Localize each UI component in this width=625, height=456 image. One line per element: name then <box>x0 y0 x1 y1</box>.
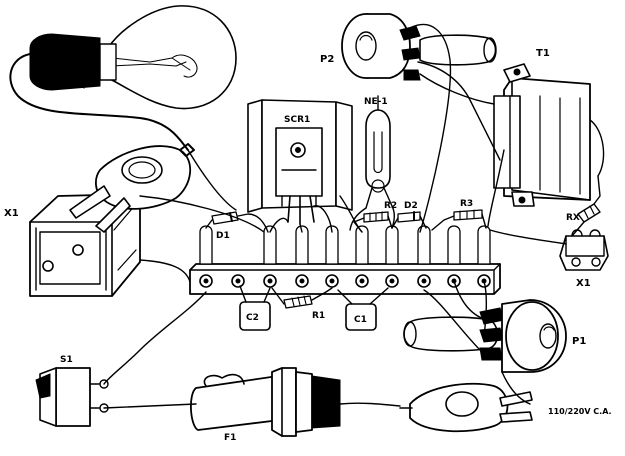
label-mains-voltage: 110/220V C.A. <box>548 407 612 416</box>
label-ne1: NE-1 <box>364 97 388 107</box>
label-r3: R3 <box>460 199 473 209</box>
f1-fuse-holder <box>190 367 341 437</box>
p1-potentiometer <box>403 299 567 373</box>
label-p2: P2 <box>320 54 334 65</box>
ne1-neon-lamp <box>365 109 393 209</box>
r3-resistor <box>431 209 487 231</box>
terminal-lugs <box>199 225 491 265</box>
label-p1: P1 <box>572 336 586 347</box>
terminal-screws <box>199 274 491 288</box>
c1-capacitor <box>337 287 389 331</box>
light-bulb <box>99 5 237 110</box>
scr1-heatsink <box>247 99 353 225</box>
label-c1: C1 <box>354 315 367 325</box>
c2-capacitor <box>239 285 271 331</box>
label-scr1: SCR1 <box>284 115 310 125</box>
x1-terminal-block <box>559 229 609 271</box>
label-r1: R1 <box>312 311 325 321</box>
label-s1: S1 <box>60 355 73 365</box>
lamp-socket <box>9 33 189 151</box>
label-rx: RX <box>566 213 580 223</box>
r1-resistor <box>271 287 333 309</box>
mains-plug <box>399 382 533 433</box>
s1-switch <box>35 367 109 427</box>
component-labels: P2 T1 NE-1 SCR1 X1 X1 D1 R2 D2 R3 RX C2 … <box>4 48 612 443</box>
label-x1-right: X1 <box>576 278 591 289</box>
d1-diode <box>205 211 269 233</box>
label-x1-left: X1 <box>4 208 19 219</box>
label-f1: F1 <box>224 433 236 443</box>
label-t1: T1 <box>536 48 550 59</box>
d2-diode <box>391 211 427 229</box>
label-d2: D2 <box>404 201 418 211</box>
wiring <box>103 23 605 409</box>
rx-resistor <box>571 175 601 237</box>
r2-resistor <box>353 211 393 233</box>
t1-transformer <box>493 63 591 207</box>
p2-potentiometer <box>341 13 497 81</box>
terminal-strip <box>189 225 501 295</box>
label-d1: D1 <box>216 231 230 241</box>
x1-plug <box>69 143 195 233</box>
label-c2: C2 <box>246 313 259 323</box>
label-r2: R2 <box>384 201 397 211</box>
